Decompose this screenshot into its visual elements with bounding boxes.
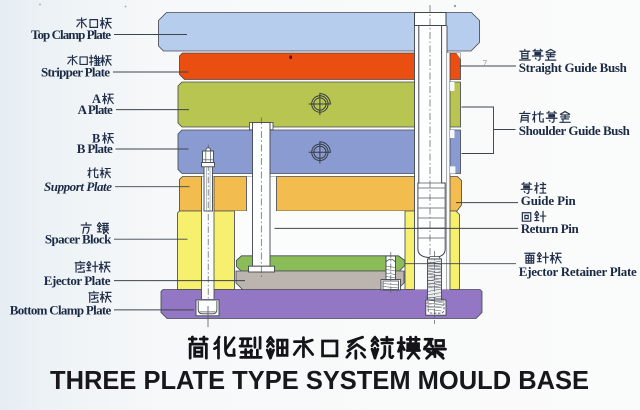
svg-text:Support Plate: Support Plate: [44, 179, 112, 194]
svg-text:Stripper Plate: Stripper Plate: [41, 64, 110, 79]
svg-text:Ejector Plate: Ejector Plate: [44, 273, 111, 288]
svg-text:Ejector Retainer Plate: Ejector Retainer Plate: [519, 264, 637, 279]
svg-text:Guide Pin: Guide Pin: [521, 193, 577, 208]
svg-text:A: A: [92, 92, 101, 106]
svg-text:THREE PLATE TYPE SYSTEM MOULD: THREE PLATE TYPE SYSTEM MOULD BASE: [50, 365, 589, 395]
svg-text:Straight Guide Bush: Straight Guide Bush: [519, 60, 628, 75]
svg-text:Bottom Clamp Plate: Bottom Clamp Plate: [10, 302, 112, 317]
svg-text:Spacer Block: Spacer Block: [45, 231, 112, 246]
svg-text:B Plate: B Plate: [77, 141, 113, 156]
svg-text:Top Clamp Plate: Top Clamp Plate: [31, 27, 111, 42]
svg-text:Shoulder Guide Bush: Shoulder Guide Bush: [519, 123, 631, 138]
svg-text:B: B: [92, 131, 100, 145]
svg-text:Return Pin: Return Pin: [521, 221, 580, 236]
svg-text:A Plate: A Plate: [78, 102, 113, 117]
